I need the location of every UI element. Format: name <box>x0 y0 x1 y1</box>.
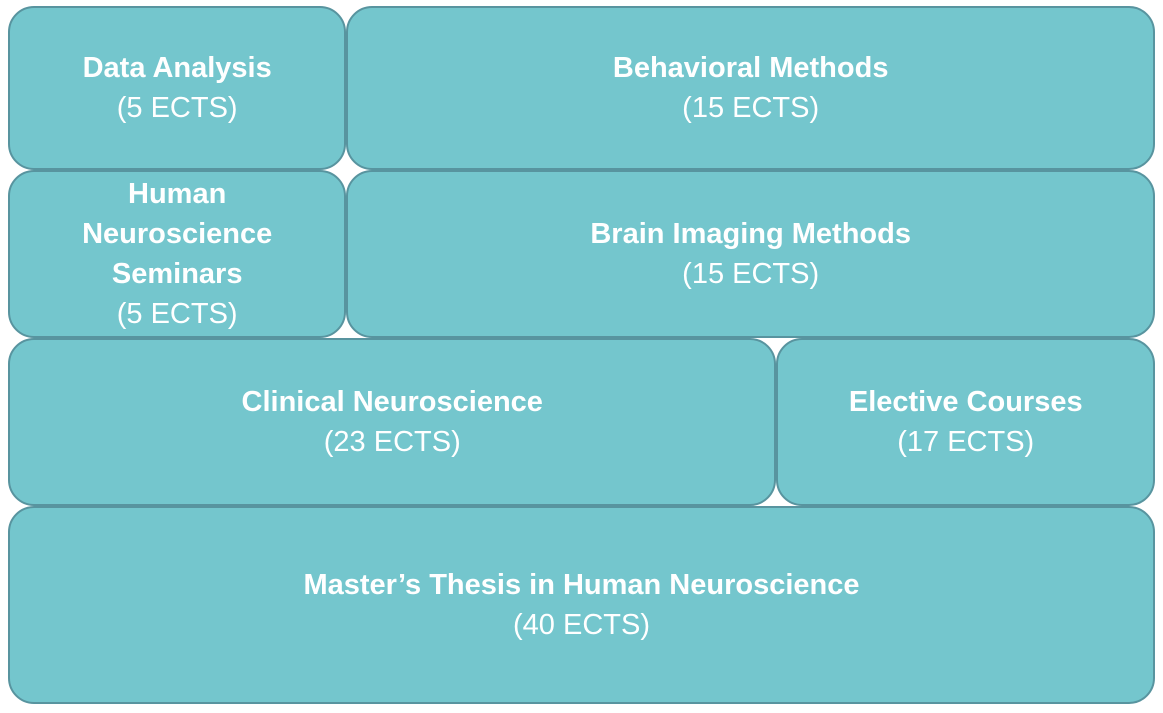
course-box-masters-thesis: Master’s Thesis in Human Neuroscience (4… <box>8 506 1155 704</box>
course-box-elective-courses: Elective Courses (17 ECTS) <box>776 338 1155 506</box>
diagram-row-4: Master’s Thesis in Human Neuroscience (4… <box>8 506 1155 704</box>
course-ects: (17 ECTS) <box>897 426 1035 458</box>
course-title: Clinical Neuroscience <box>241 385 543 418</box>
course-box-human-neuroscience-seminars: Human Neuroscience Seminars (5 ECTS) <box>8 170 347 338</box>
course-title: Human Neuroscience Seminars <box>82 177 273 290</box>
diagram-row-3: Clinical Neuroscience (23 ECTS) Elective… <box>8 338 1155 506</box>
diagram-row-1: Data Analysis (5 ECTS) Behavioral Method… <box>8 6 1155 170</box>
diagram-row-2: Human Neuroscience Seminars (5 ECTS) Bra… <box>8 170 1155 338</box>
course-box-clinical-neuroscience: Clinical Neuroscience (23 ECTS) <box>8 338 777 506</box>
course-ects: (40 ECTS) <box>513 609 650 641</box>
course-ects: (15 ECTS) <box>682 92 820 124</box>
course-box-behavioral-methods: Behavioral Methods (15 ECTS) <box>346 6 1155 170</box>
course-title: Brain Imaging Methods <box>590 217 911 250</box>
course-title: Data Analysis <box>82 51 272 84</box>
course-box-brain-imaging-methods: Brain Imaging Methods (15 ECTS) <box>346 170 1155 338</box>
course-ects: (15 ECTS) <box>682 258 820 290</box>
course-box-data-analysis: Data Analysis (5 ECTS) <box>8 6 347 170</box>
course-ects: (5 ECTS) <box>116 298 238 331</box>
course-ects: (23 ECTS) <box>323 426 461 458</box>
course-ects: (5 ECTS) <box>116 92 238 124</box>
course-title: Elective Courses <box>848 385 1083 418</box>
course-title: Behavioral Methods <box>612 51 889 84</box>
course-title: Master’s Thesis in Human Neuroscience <box>303 568 860 601</box>
